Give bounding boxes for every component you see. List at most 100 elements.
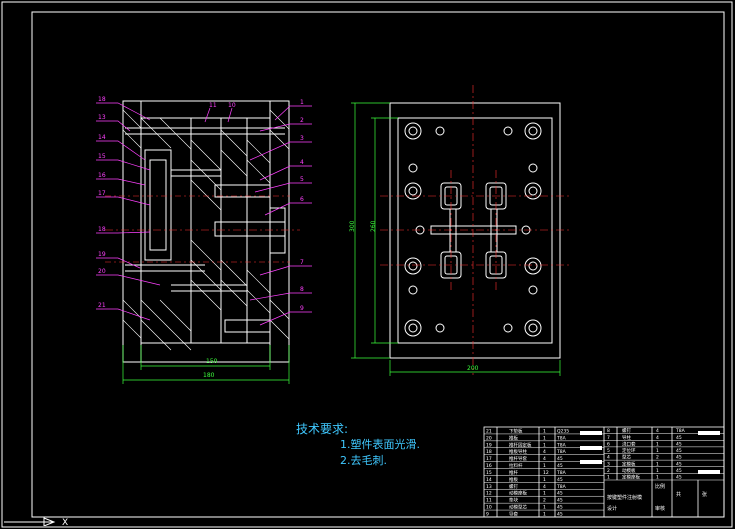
bom-cell-name: 推杆 xyxy=(509,469,518,476)
part-number-left: 18 xyxy=(98,96,106,103)
part-number-right: 9 xyxy=(300,305,304,312)
bom-cell-qty: 1 xyxy=(543,512,546,518)
bom-cell-material: T8A xyxy=(556,484,567,490)
bom-cell-name: 垫块 xyxy=(509,497,518,504)
bom-cell-material: T8A xyxy=(556,442,567,448)
bom-cell-qty: 4 xyxy=(656,435,659,441)
top-label-10: 10 xyxy=(228,102,236,109)
leaders-left xyxy=(96,102,161,321)
bom-cell-name: 螺钉 xyxy=(509,483,518,490)
bom-cell-material: 45 xyxy=(676,441,682,447)
bom-cell-material: T8A xyxy=(675,428,686,434)
title-block-qty: 共 xyxy=(676,491,681,498)
bom-cell-qty: 1 xyxy=(656,468,659,474)
bom-cell-qty: 2 xyxy=(543,498,546,504)
part-number-right: 1 xyxy=(300,99,304,106)
bom-cell-no: 8 xyxy=(607,428,610,434)
bom-cell-material: 45 xyxy=(676,475,682,481)
bom-cell-no: 3 xyxy=(607,461,610,467)
bom-cell-qty: 4 xyxy=(543,484,546,490)
title-block-name: 按键塑件注射模 xyxy=(607,494,642,501)
bom-row-lines xyxy=(484,433,724,518)
dim-inner: 150 xyxy=(206,358,218,365)
bom-cell-no: 12 xyxy=(486,491,492,497)
bom-cell-material: 45 xyxy=(676,435,682,441)
svg-text:X: X xyxy=(62,518,68,526)
bom-cell-no: 5 xyxy=(607,448,610,454)
bom-cell-qty: 1 xyxy=(543,428,546,434)
bom-cell-material: 45 xyxy=(676,455,682,461)
part-number-left: 13 xyxy=(98,114,106,121)
title-block-scale: 比例 xyxy=(655,483,665,490)
bom-cell-qty: 1 xyxy=(656,461,659,467)
bom-cell-name: 推板导柱 xyxy=(509,448,527,455)
bom-cell-no: 15 xyxy=(486,470,492,476)
dim-outer: 180 xyxy=(203,372,215,379)
part-number-left: 16 xyxy=(98,172,106,179)
bom-cell-name: 推板 xyxy=(509,476,518,483)
bom-cell-no: 2 xyxy=(607,468,610,474)
bom-cell-qty: 12 xyxy=(543,470,549,476)
bom-cell-no: 18 xyxy=(486,449,492,455)
bom-cell-name: 推板 xyxy=(509,434,518,441)
part-number-left: 20 xyxy=(98,268,106,275)
technical-requirements-title: 技术要求: xyxy=(296,422,349,436)
bom-cell-no: 19 xyxy=(486,442,492,448)
bom-cell-no: 14 xyxy=(486,477,492,483)
section-dimensions xyxy=(122,345,290,384)
bom-cell-no: 11 xyxy=(486,498,492,504)
part-number-right: 6 xyxy=(300,196,304,203)
bom-cell-qty: 1 xyxy=(543,505,546,511)
bom-cell-material: 45 xyxy=(557,477,563,483)
bom-cell-qty: 1 xyxy=(656,448,659,454)
bom-cell-material: 45 xyxy=(676,448,682,454)
bom-cell-no: 21 xyxy=(486,428,492,434)
bom-cell-no: 6 xyxy=(607,441,610,447)
bom-cell-name: 动模型芯 xyxy=(509,504,527,511)
requirement-item-1: 1.塑件表面光滑. xyxy=(340,438,420,451)
part-number-right: 3 xyxy=(300,135,304,142)
part-number-right: 2 xyxy=(300,117,304,124)
bom-cell-name: 下垫板 xyxy=(509,427,523,434)
bom-cell-no: 16 xyxy=(486,463,492,469)
bom-cell-name: 定位环 xyxy=(622,447,636,454)
leaders-right xyxy=(204,105,312,326)
bom-cell-name: 推杆固定板 xyxy=(509,441,532,448)
bom-cell-name: 导柱 xyxy=(622,434,631,441)
requirement-item-2: 2.去毛刺. xyxy=(340,454,387,467)
bom-cell-material: Q235 xyxy=(557,428,569,434)
title-block-checker: 审核 xyxy=(655,505,665,512)
bom-cell-qty: 1 xyxy=(543,463,546,469)
part-number-left: 17 xyxy=(98,190,106,197)
bom-cell-no: 17 xyxy=(486,456,492,462)
plan-dim-height-inner: 260 xyxy=(370,220,377,232)
plan-centerlines xyxy=(380,85,570,375)
section-view xyxy=(122,100,290,363)
bom-cell-material: 45 xyxy=(557,491,563,497)
bom-cell-name: 定模板 xyxy=(622,460,636,467)
bom-cell-name: 拉料杆 xyxy=(509,462,523,469)
bom-cell-material: 45 xyxy=(557,498,563,504)
bom-cell-material: 45 xyxy=(557,463,563,469)
bom-cell-no: 9 xyxy=(486,512,489,518)
bom-cell-qty: 1 xyxy=(543,435,546,441)
bom-cell-qty: 4 xyxy=(543,449,546,455)
bom-cell-name: 定模座板 xyxy=(622,474,640,481)
bom-cell-no: 4 xyxy=(607,455,610,461)
part-number-left: 21 xyxy=(98,302,106,309)
bom-cell-name: 型芯 xyxy=(622,454,631,461)
bom-cell-no: 10 xyxy=(486,505,492,511)
bom-cell-name: 动模座板 xyxy=(509,490,527,497)
ucs-icon: X xyxy=(4,517,68,526)
bom-cell-qty: 1 xyxy=(543,491,546,497)
bom-cell-material: 45 xyxy=(676,461,682,467)
part-number-right: 4 xyxy=(300,159,304,166)
bom-cell-material: T8A xyxy=(556,435,567,441)
part-number-left: 19 xyxy=(98,251,106,258)
plan-dim-height-outer: 300 xyxy=(349,220,356,232)
bom-cell-qty: 2 xyxy=(656,455,659,461)
bom-cell-name: 导套 xyxy=(509,511,518,518)
